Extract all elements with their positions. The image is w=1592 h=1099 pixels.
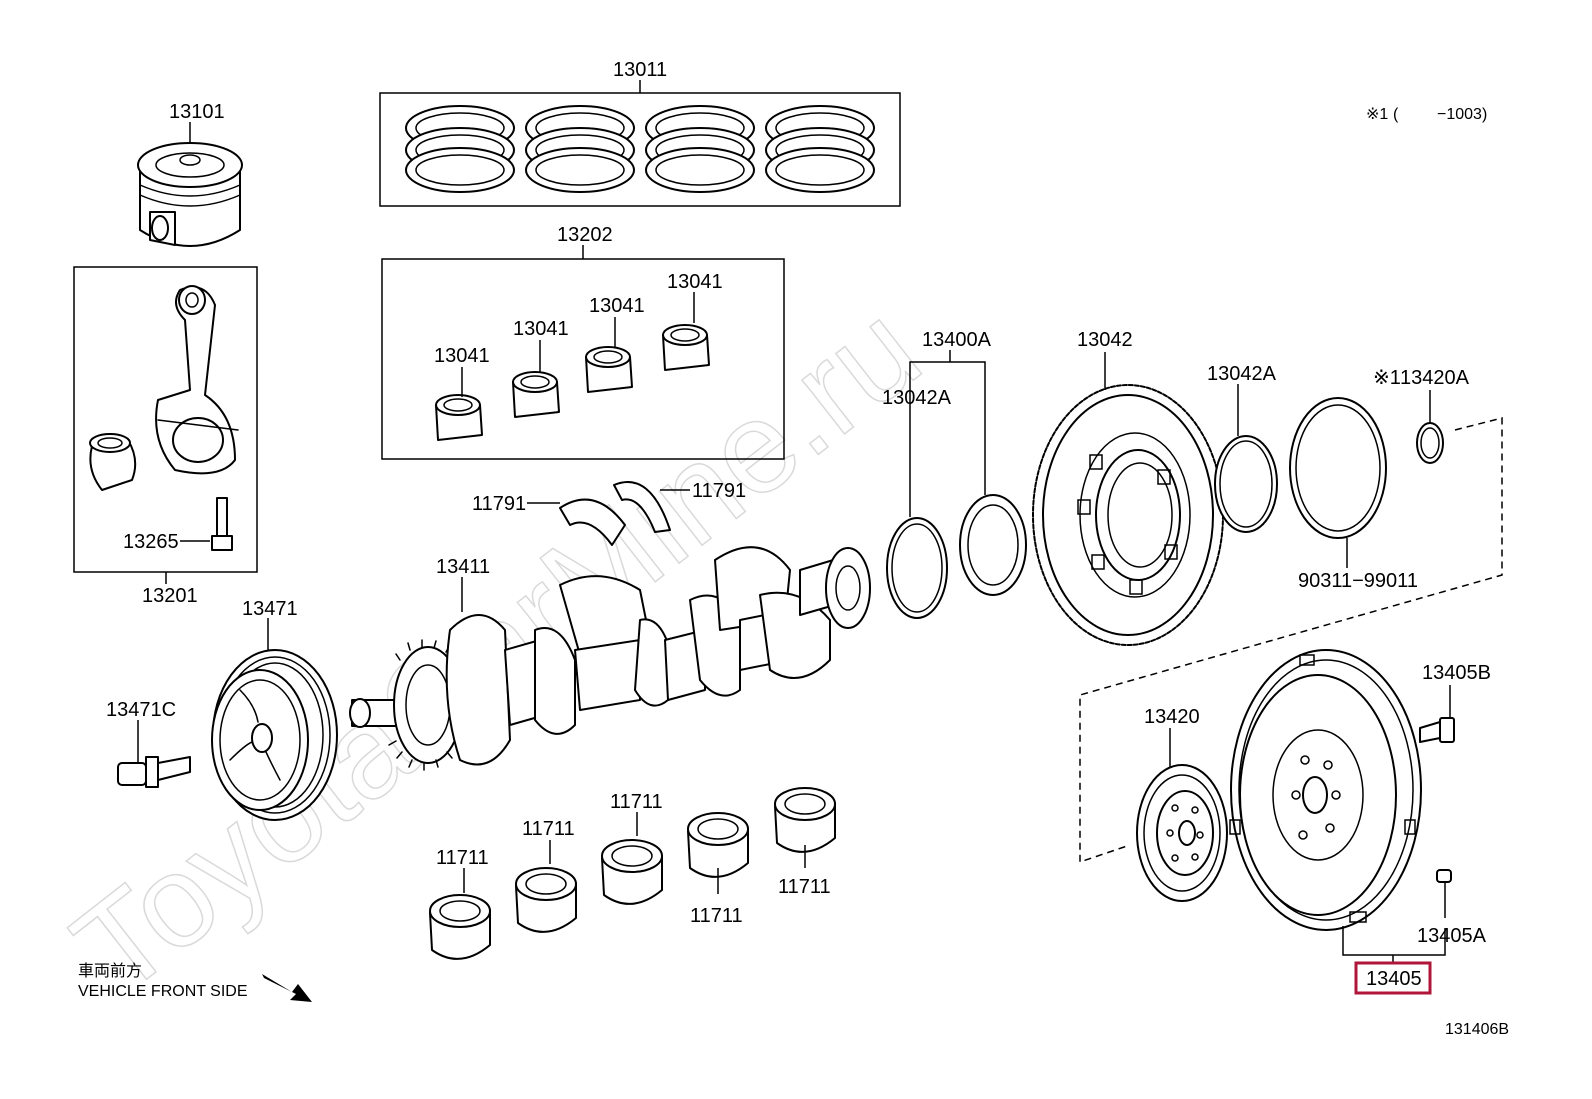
label-13411[interactable]: 13411 bbox=[436, 556, 490, 578]
main-bearing-c[interactable] bbox=[601, 839, 663, 905]
label-13042a-left[interactable]: 13042A bbox=[882, 387, 952, 409]
crankshaft-pulley[interactable] bbox=[211, 649, 338, 821]
label-13400a[interactable]: 13400A bbox=[922, 329, 992, 351]
label-13420[interactable]: 13420 bbox=[1144, 706, 1200, 728]
oil-seal-ring[interactable] bbox=[959, 494, 1027, 596]
label-13041-a[interactable]: 13041 bbox=[434, 345, 490, 367]
label-11791-b[interactable]: 11791 bbox=[692, 480, 746, 502]
label-13042[interactable]: 13042 bbox=[1077, 329, 1133, 351]
main-bearing-d[interactable] bbox=[687, 812, 749, 878]
direction-japanese: 車両前方 bbox=[78, 961, 142, 980]
bearing-13041-c[interactable] bbox=[585, 346, 633, 393]
label-13041-c[interactable]: 13041 bbox=[589, 295, 645, 317]
small-seal-ring[interactable] bbox=[1416, 422, 1444, 464]
label-11711-a[interactable]: 11711 bbox=[436, 847, 489, 869]
label-13420a[interactable]: 13420A bbox=[1400, 367, 1470, 389]
piston-ring-set[interactable] bbox=[405, 105, 875, 193]
label-13420a-mark[interactable]: ※1 bbox=[1373, 367, 1401, 389]
label-13405a[interactable]: 13405A bbox=[1417, 925, 1487, 947]
label-13405[interactable]: 13405 bbox=[1366, 968, 1422, 990]
flywheel-pin[interactable] bbox=[1436, 869, 1452, 883]
label-13265[interactable]: 13265 bbox=[123, 531, 179, 553]
piston[interactable] bbox=[137, 142, 243, 247]
conrod-bolt[interactable] bbox=[211, 497, 233, 551]
label-13201[interactable]: 13201 bbox=[142, 585, 198, 607]
ring-gear-plate[interactable] bbox=[1032, 384, 1224, 646]
flywheel-assembly[interactable] bbox=[1229, 649, 1422, 931]
front-arrow-icon bbox=[262, 974, 312, 1002]
label-11711-e[interactable]: 11711 bbox=[778, 876, 831, 898]
figure-code: 131406B bbox=[1445, 1021, 1509, 1038]
large-gasket-ring[interactable] bbox=[1289, 397, 1387, 539]
note-mark: ※1 bbox=[1366, 106, 1388, 123]
pulley-bolt[interactable] bbox=[117, 756, 191, 788]
snap-ring-left[interactable] bbox=[886, 517, 948, 619]
label-90311-99011[interactable]: 90311−99011 bbox=[1298, 570, 1418, 592]
label-13042a-right[interactable]: 13042A bbox=[1207, 363, 1277, 385]
note-paren: ( bbox=[1393, 106, 1399, 123]
label-11711-d[interactable]: 11711 bbox=[690, 905, 743, 927]
label-13471[interactable]: 13471 bbox=[242, 598, 298, 620]
flywheel-bolt[interactable] bbox=[1419, 717, 1455, 743]
label-13041-d[interactable]: 13041 bbox=[667, 271, 723, 293]
label-11791-a[interactable]: 11791 bbox=[472, 493, 526, 515]
conrod-bearing[interactable] bbox=[89, 433, 137, 491]
flywheel-group-outline bbox=[1079, 417, 1503, 864]
drive-plate-damper[interactable] bbox=[1136, 764, 1228, 902]
label-13011[interactable]: 13011 bbox=[613, 59, 667, 81]
snap-ring-right[interactable] bbox=[1214, 435, 1278, 533]
main-bearing-b[interactable] bbox=[515, 867, 577, 933]
note-range: −1003) bbox=[1437, 106, 1487, 123]
connecting-rod[interactable] bbox=[155, 285, 239, 475]
thrust-washer-b[interactable] bbox=[613, 481, 671, 533]
label-11711-b[interactable]: 11711 bbox=[522, 818, 575, 840]
label-13202[interactable]: 13202 bbox=[557, 224, 613, 246]
bearing-13041-a[interactable] bbox=[435, 394, 483, 441]
direction-english: VEHICLE FRONT SIDE bbox=[78, 983, 248, 1000]
bearing-13041-b[interactable] bbox=[512, 371, 560, 418]
label-13405b[interactable]: 13405B bbox=[1422, 662, 1491, 684]
crankshaft[interactable] bbox=[349, 546, 871, 771]
label-13471c[interactable]: 13471C bbox=[106, 699, 176, 721]
bearing-13041-d[interactable] bbox=[662, 324, 710, 371]
main-bearing-a[interactable] bbox=[429, 894, 491, 960]
label-13101[interactable]: 13101 bbox=[169, 101, 225, 123]
label-13041-b[interactable]: 13041 bbox=[513, 318, 569, 340]
highlight-box-13405 bbox=[1354, 961, 1432, 995]
main-bearing-e[interactable] bbox=[774, 787, 836, 853]
label-11711-c[interactable]: 11711 bbox=[610, 791, 663, 813]
thrust-washer-a[interactable] bbox=[559, 498, 626, 546]
